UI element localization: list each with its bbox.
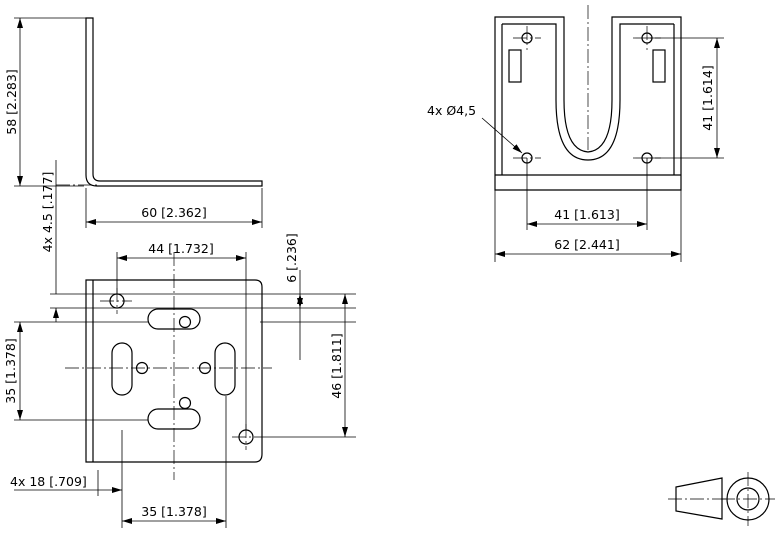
plan-outline	[85, 279, 263, 463]
dim-label-41-horizontal: 41 [1.613]	[554, 207, 619, 222]
dim-label-62: 62 [2.441]	[554, 237, 619, 252]
dim-label-18: 4x 18 [.709]	[10, 474, 87, 489]
dimension-labels: 58 [2.283] 60 [2.362] 4x 4.5 [.177] 44 […	[3, 65, 715, 519]
side-view	[14, 17, 263, 228]
plan-view	[14, 160, 356, 528]
dim-label-35-vertical: 35 [1.378]	[3, 338, 18, 403]
dim-label-35-horizontal: 35 [1.378]	[141, 504, 206, 519]
plan-slot-left	[111, 342, 133, 396]
side-view-profile	[85, 17, 263, 187]
plan-slot-right	[214, 342, 236, 396]
dim-label-hole-dia: 4x Ø4,5	[427, 103, 476, 118]
dim-label-58: 58 [2.283]	[4, 69, 19, 134]
dim-label-hole-offset: 4x 4.5 [.177]	[40, 172, 55, 253]
dim-label-41-vertical: 41 [1.614]	[700, 65, 715, 130]
dim-label-46: 46 [1.811]	[329, 333, 344, 398]
dim-label-6: 6 [.236]	[284, 233, 299, 283]
projection-symbol	[668, 472, 775, 526]
front-view	[481, 5, 724, 262]
front-view-outline	[494, 16, 682, 191]
dim-label-44: 44 [1.732]	[148, 241, 213, 256]
dim-label-60: 60 [2.362]	[141, 205, 206, 220]
